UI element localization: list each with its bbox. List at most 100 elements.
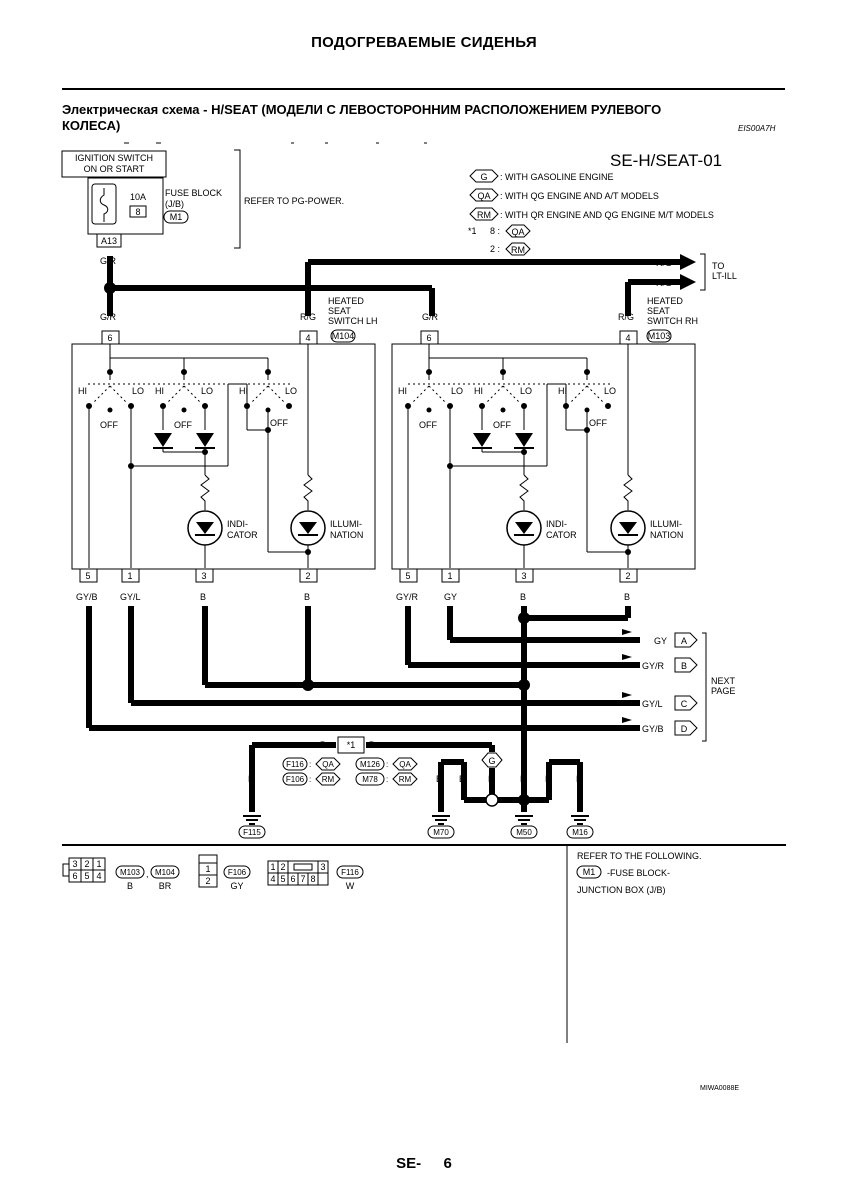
svg-text:5: 5 xyxy=(84,871,89,881)
svg-text:7: 7 xyxy=(300,874,305,884)
diagram-subtitle: Электрическая схема - H/SEAT (МОДЕЛИ С Л… xyxy=(62,102,662,133)
svg-text:HI: HI xyxy=(474,386,483,396)
svg-text:F106: F106 xyxy=(228,868,247,877)
fuse-block-label: FUSE BLOCK xyxy=(165,188,222,198)
svg-text:OFF: OFF xyxy=(270,418,288,428)
svg-text:BR: BR xyxy=(159,881,172,891)
svg-text:OFF: OFF xyxy=(100,420,118,430)
svg-text:HI: HI xyxy=(239,386,248,396)
svg-text:GY/L: GY/L xyxy=(120,592,141,602)
svg-text:1: 1 xyxy=(127,571,132,581)
svg-text:D: D xyxy=(681,724,688,734)
svg-text:4: 4 xyxy=(270,874,275,884)
svg-text:B: B xyxy=(624,592,630,602)
svg-text:2: 2 xyxy=(84,859,89,869)
svg-text:GY: GY xyxy=(444,592,457,602)
svg-text:M50: M50 xyxy=(516,828,532,837)
svg-text:NATION: NATION xyxy=(650,530,683,540)
output-wires xyxy=(86,606,640,800)
refer-connector xyxy=(576,865,602,879)
svg-text:LO: LO xyxy=(451,386,463,396)
svg-text:LO: LO xyxy=(132,386,144,396)
svg-text:5: 5 xyxy=(85,571,90,581)
connector-f106: 1 2 F106 GY xyxy=(198,854,251,891)
svg-text:8: 8 xyxy=(310,874,315,884)
svg-text:2: 2 xyxy=(280,862,285,872)
svg-text:QA: QA xyxy=(399,760,411,769)
figure-id: MIWA0088E xyxy=(700,1085,739,1092)
svg-text:B: B xyxy=(459,774,465,784)
svg-text:F115: F115 xyxy=(243,828,261,837)
svg-text:M104: M104 xyxy=(332,331,355,341)
svg-text:R/G: R/G xyxy=(618,312,634,322)
svg-text:: WITH GASOLINE ENGINE: : WITH GASOLINE ENGINE xyxy=(500,172,614,182)
svg-text::: : xyxy=(386,775,388,784)
svg-text:HEATED: HEATED xyxy=(647,296,683,306)
legend: G : WITH GASOLINE ENGINE QA : WITH QG EN… xyxy=(468,169,714,256)
svg-text:LT-ILL: LT-ILL xyxy=(712,271,737,281)
svg-text:M103: M103 xyxy=(120,868,141,877)
connector-m103-m104: 3 2 1 6 5 4 M103 , M104 B BR xyxy=(62,857,180,891)
svg-text:4: 4 xyxy=(625,333,630,343)
svg-text:LO: LO xyxy=(201,386,213,396)
fuse-number: 8 xyxy=(135,207,140,217)
connector-f116: 1 2 3 4 5 6 7 8 F116 W xyxy=(267,860,364,891)
svg-text:B: B xyxy=(436,774,442,784)
svg-text:PAGE: PAGE xyxy=(711,686,735,696)
diagram-title: SE-H/SEAT-01 xyxy=(610,151,722,170)
svg-text:4: 4 xyxy=(96,871,101,881)
power-wires xyxy=(104,254,696,316)
svg-text:NATION: NATION xyxy=(330,530,363,540)
svg-text::: : xyxy=(309,760,311,769)
svg-text:INDI-: INDI- xyxy=(227,519,248,529)
svg-text:OFF: OFF xyxy=(493,420,511,430)
svg-text:RM: RM xyxy=(511,245,525,255)
svg-text:GY/R: GY/R xyxy=(642,661,665,671)
svg-text:B: B xyxy=(545,774,551,784)
svg-text:1: 1 xyxy=(96,859,101,869)
svg-text:LO: LO xyxy=(285,386,297,396)
fuse-terminal: A13 xyxy=(101,236,117,246)
svg-text:G/R: G/R xyxy=(422,312,439,322)
svg-text:G: G xyxy=(488,756,495,766)
svg-text:R/G: R/G xyxy=(300,312,316,322)
svg-text:: WITH QG ENGINE AND A/T MODEL: : WITH QG ENGINE AND A/T MODELS xyxy=(500,191,659,201)
svg-text:B: B xyxy=(320,740,326,750)
svg-text:OFF: OFF xyxy=(589,418,607,428)
svg-text:W: W xyxy=(346,881,355,891)
svg-text:ILLUMI-: ILLUMI- xyxy=(650,519,682,529)
svg-text:B: B xyxy=(681,661,687,671)
svg-text:GY/B: GY/B xyxy=(76,592,98,602)
svg-text:ILLUMI-: ILLUMI- xyxy=(330,519,362,529)
svg-text:F116: F116 xyxy=(341,868,359,877)
ground-labels: F115 M70 M50 M16 xyxy=(238,825,594,839)
svg-text:M1: M1 xyxy=(583,867,596,877)
svg-text:3: 3 xyxy=(72,859,77,869)
svg-text:CATOR: CATOR xyxy=(227,530,258,540)
next-page: NEXT xyxy=(711,676,736,686)
svg-text:GY: GY xyxy=(654,636,667,646)
svg-text:QA: QA xyxy=(511,227,524,237)
svg-text:B: B xyxy=(200,592,206,602)
fuse-block xyxy=(87,177,164,235)
svg-text:5: 5 xyxy=(405,571,410,581)
svg-text:SWITCH LH: SWITCH LH xyxy=(328,316,378,326)
svg-text:R/G: R/G xyxy=(656,258,672,268)
svg-text:C: C xyxy=(681,699,688,709)
svg-text:B: B xyxy=(520,774,526,784)
svg-text:B: B xyxy=(369,740,375,750)
refer-power: REFER TO PG-POWER. xyxy=(244,196,344,206)
svg-text:RM: RM xyxy=(477,210,491,220)
svg-text:*1: *1 xyxy=(347,740,356,750)
heated-seat-switch-rh: HEATED SEAT SWITCH RH M103 6 4 HI LO HI … xyxy=(391,296,698,583)
page-title: ПОДОГРЕВАЕМЫЕ СИДЕНЬЯ xyxy=(311,34,537,51)
next-page-connectors: A B C D xyxy=(674,632,707,742)
svg-text:3: 3 xyxy=(320,862,325,872)
svg-text:HI: HI xyxy=(155,386,164,396)
svg-text:3: 3 xyxy=(521,571,526,581)
svg-text:M103: M103 xyxy=(648,331,671,341)
svg-text:F116: F116 xyxy=(286,760,304,769)
svg-text:LO: LO xyxy=(520,386,532,396)
svg-text:HI: HI xyxy=(398,386,407,396)
ground-connector-tags: F116 : QA F106 : RM M126 : QA M78 : RM xyxy=(282,757,418,786)
